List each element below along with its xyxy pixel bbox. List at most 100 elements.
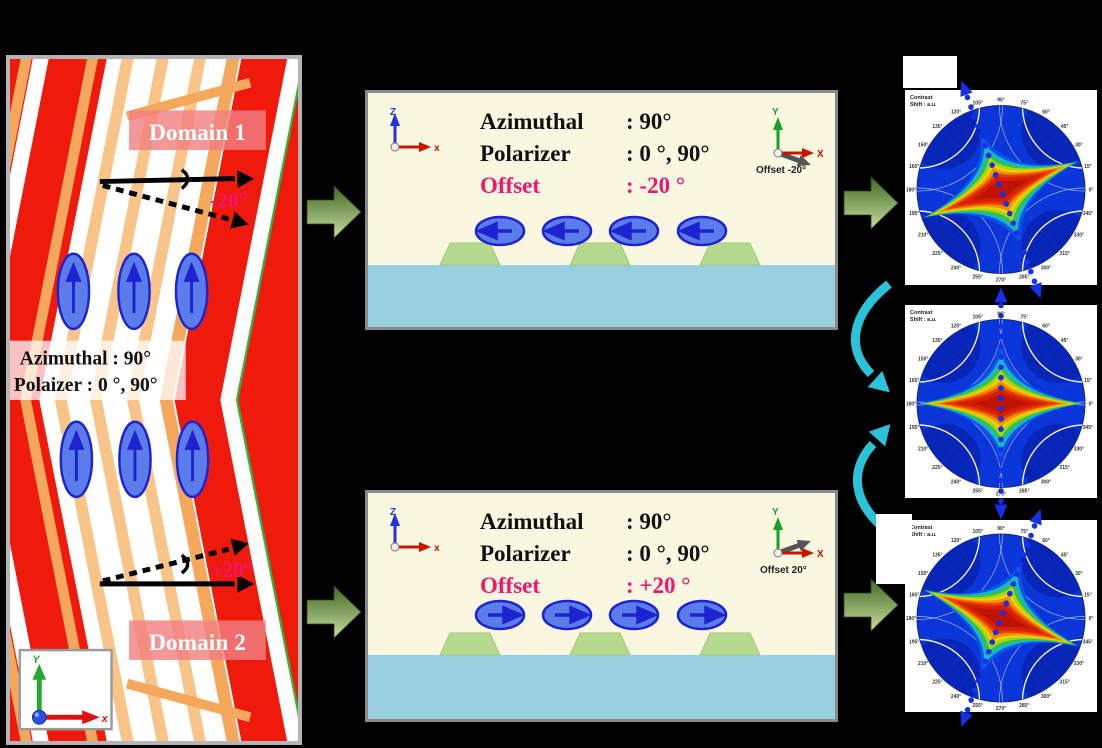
svg-text:330°: 330°: [1074, 661, 1084, 667]
svg-text:255°: 255°: [973, 488, 983, 494]
svg-text:0°: 0°: [1089, 188, 1094, 194]
svg-text:330°: 330°: [1074, 447, 1084, 453]
protrusion-bumps: [439, 242, 761, 266]
svg-text:225°: 225°: [932, 251, 942, 257]
svg-text:240°: 240°: [951, 265, 961, 271]
svg-text:270°: 270°: [996, 278, 1006, 284]
plot-legend: Contrast: [910, 525, 933, 531]
svg-text:240°: 240°: [951, 479, 961, 485]
svg-text:225°: 225°: [932, 465, 942, 471]
svg-text:285°: 285°: [1019, 703, 1029, 709]
svg-text:135°: 135°: [932, 552, 942, 558]
svg-text:345°: 345°: [1083, 211, 1093, 217]
svg-text:Shift : a.u.: Shift : a.u.: [910, 532, 937, 538]
svg-text:15°: 15°: [1084, 378, 1092, 384]
svg-text:195°: 195°: [909, 425, 919, 431]
svg-text:45°: 45°: [1061, 124, 1069, 130]
yx-offset-axis-icon: Y X Offset -20°: [756, 107, 824, 176]
domain1-label: Domain 1: [149, 120, 246, 146]
axis-z-label: Z: [390, 507, 396, 518]
svg-text:180°: 180°: [906, 188, 916, 194]
svg-text:195°: 195°: [909, 639, 919, 645]
flow-arrow-right-icon: [306, 585, 362, 639]
svg-text:330°: 330°: [1074, 233, 1084, 239]
svg-text:90°: 90°: [997, 312, 1005, 318]
blank-label-box: [903, 56, 957, 88]
svg-text:45°: 45°: [1061, 552, 1069, 558]
domain2-angle-annotation: +20°: [99, 538, 255, 593]
condition-text: Azimuthal: 90° Polarizer: 0 °, 90° Offse…: [480, 509, 710, 598]
svg-text:345°: 345°: [1083, 639, 1093, 645]
svg-text:30°: 30°: [1075, 143, 1083, 149]
svg-text:75°: 75°: [1021, 315, 1029, 321]
svg-text:105°: 105°: [973, 101, 983, 107]
svg-text:150°: 150°: [918, 143, 928, 149]
axis-x-label: x: [434, 143, 440, 154]
protrusion-bumps: [439, 632, 761, 656]
svg-text:120°: 120°: [951, 324, 961, 330]
curved-arrow-down-icon: [851, 280, 892, 378]
lc-director-left-arrows: [475, 221, 714, 241]
svg-text:0°: 0°: [1089, 402, 1094, 408]
svg-text:45°: 45°: [1061, 338, 1069, 344]
axis-x-label: x: [434, 543, 440, 554]
svg-text:315°: 315°: [1059, 680, 1069, 686]
svg-text:135°: 135°: [932, 124, 942, 130]
svg-text:345°: 345°: [1083, 425, 1093, 431]
svg-text:75°: 75°: [1021, 529, 1029, 535]
svg-text:135°: 135°: [932, 338, 942, 344]
left-info-box: Azimuthal : 90° Polaizer : 0 °, 90°: [10, 340, 186, 400]
left-red-region: [10, 59, 107, 741]
svg-text:165°: 165°: [909, 593, 919, 599]
svg-text:195°: 195°: [909, 211, 919, 217]
condition-text: Azimuthal: 90° Polarizer: 0 °, 90° Offse…: [480, 109, 710, 198]
domain2-label-box: [129, 620, 266, 660]
angle-arc: [180, 553, 190, 575]
svg-text:Polarizer: 0 °, 90°: Polarizer: 0 °, 90°: [480, 141, 710, 166]
svg-text:180°: 180°: [906, 616, 916, 622]
far-right-red-band: [238, 94, 298, 706]
svg-text:30°: 30°: [1075, 571, 1083, 577]
svg-text:Azimuthal: 90°: Azimuthal: 90°: [480, 509, 672, 534]
axis-y-label: Y: [772, 507, 779, 518]
two-domain-pixel-panel: Domain 1 -20° Azimuthal : 90° Polaizer :…: [6, 55, 302, 745]
svg-text:165°: 165°: [909, 378, 919, 384]
svg-text:150°: 150°: [918, 571, 928, 577]
angle-arc: [180, 168, 190, 190]
svg-text:315°: 315°: [1059, 251, 1069, 257]
svg-text:210°: 210°: [918, 447, 928, 453]
svg-text:225°: 225°: [932, 680, 942, 686]
domain1-angle-annotation: -20°: [99, 168, 255, 229]
zx-axis-icon: Z x: [390, 507, 440, 554]
substrate: [368, 655, 835, 719]
svg-text:60°: 60°: [1042, 324, 1050, 330]
svg-text:Offset: +20 °: Offset: +20 °: [480, 573, 690, 598]
svg-text:285°: 285°: [1019, 274, 1029, 280]
svg-text:Shift : a.u.: Shift : a.u.: [910, 317, 937, 323]
minus-20-label: -20°: [210, 188, 247, 212]
axis-x-label: X: [817, 149, 824, 160]
axis-y-label: Y: [32, 654, 41, 666]
svg-text:105°: 105°: [973, 315, 983, 321]
substrate: [368, 265, 835, 327]
simulation-panel-offset-plus20: Z x Azimuthal: 90° Polarizer: 0 °, 90° O…: [365, 490, 838, 722]
svg-text:165°: 165°: [909, 164, 919, 170]
svg-text:300°: 300°: [1041, 265, 1051, 271]
flow-arrow-right-icon: [306, 185, 362, 239]
domain1-label-box: [129, 110, 266, 150]
svg-text:75°: 75°: [1021, 101, 1029, 107]
xy-axis-icon: Y x: [18, 648, 113, 731]
svg-text:255°: 255°: [973, 274, 983, 280]
svg-text:Azimuthal: 90°: Azimuthal: 90°: [480, 109, 672, 134]
offset-note: Offset 20°: [760, 565, 807, 576]
svg-text:150°: 150°: [918, 357, 928, 363]
axis-z-label: Z: [390, 107, 396, 118]
plot-legend: Contrast: [910, 95, 933, 101]
svg-text:Polarizer: 0 °, 90°: Polarizer: 0 °, 90°: [480, 541, 710, 566]
svg-text:60°: 60°: [1042, 110, 1050, 116]
svg-text:0°: 0°: [1089, 616, 1094, 622]
